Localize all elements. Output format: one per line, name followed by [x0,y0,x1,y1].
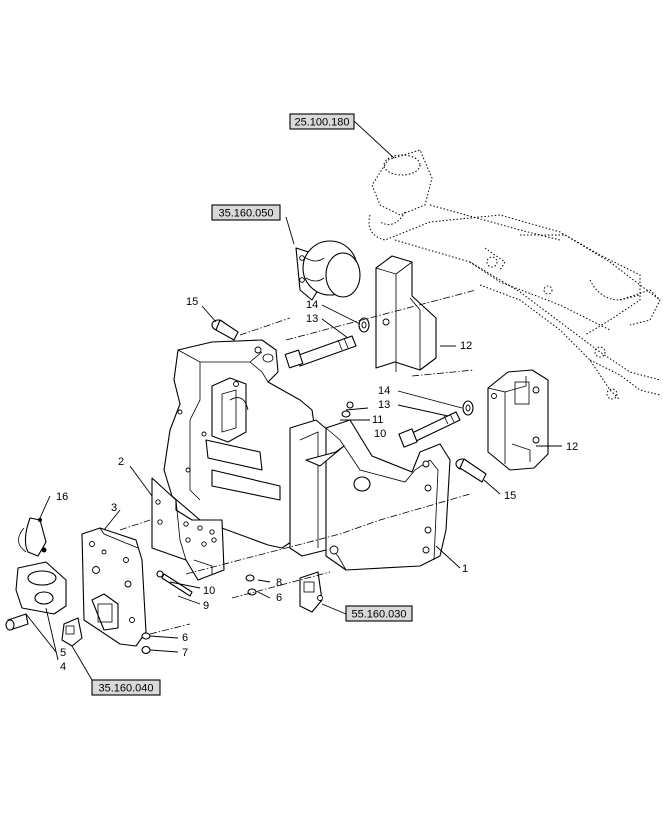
small-valve [61,617,83,647]
reference-label: 35.160.040 [98,683,153,695]
reference-label: 35.160.050 [218,208,273,220]
callout-2: 2 [118,456,124,468]
callout-1: 1 [462,563,468,575]
valve-fitting [299,571,323,613]
callout-16: 16 [56,491,68,503]
bolt-upper [284,317,370,369]
reference-55-160-030[interactable]: 55.160.030 [345,605,413,622]
reference-25-100-180[interactable]: 25.100.180 [289,113,355,130]
socket-bolt-lower [455,458,487,483]
callout-5: 5 [60,647,66,659]
reference-label: 55.160.030 [351,609,406,621]
bolt-lower [398,400,474,448]
callout-4: 4 [60,661,66,673]
callout-15a: 15 [186,296,198,308]
mounting-plate [81,527,147,647]
callout-14b: 14 [378,385,390,397]
weight-block-upper [375,255,437,372]
callout-10b: 10 [374,428,386,440]
callout-13a: 13 [306,313,318,325]
callout-9: 9 [203,600,209,612]
callout-numbers: 1 2 3 4 5 6 6 7 8 9 10 10 11 12 12 13 13… [56,296,578,673]
front-axle-outline [368,149,661,401]
callout-8: 8 [276,577,282,589]
callout-3: 3 [111,502,117,514]
pin-holder [5,561,67,631]
front-support-frame [163,339,331,557]
socket-bolt-upper [211,319,239,341]
bolt-9-10 [156,570,193,597]
fastener-6-8 [245,574,257,596]
weight-block-lower [487,369,549,471]
callout-10a: 10 [203,585,215,597]
reference-label: 25.100.180 [294,117,349,129]
callout-15b: 15 [504,490,516,502]
hose-clip [18,517,47,557]
callout-6b: 6 [182,632,188,644]
fastener-10-11 [341,401,354,418]
bracket-plate [151,477,225,581]
leader-lines [25,120,562,681]
callout-7: 7 [182,647,188,659]
side-plate [305,419,451,571]
reference-35-160-040[interactable]: 35.160.040 [91,679,161,696]
center-lines [119,289,477,635]
hydraulic-cylinder-assembly [295,240,361,301]
washer-nut-6-7 [141,632,151,655]
callout-12b: 12 [566,441,578,453]
callout-11: 11 [372,414,383,426]
reference-35-160-050[interactable]: 35.160.050 [211,204,281,221]
callout-12a: 12 [460,340,472,352]
callout-14a: 14 [306,299,318,311]
callout-13b: 13 [378,399,390,411]
callout-6a: 6 [276,592,282,604]
